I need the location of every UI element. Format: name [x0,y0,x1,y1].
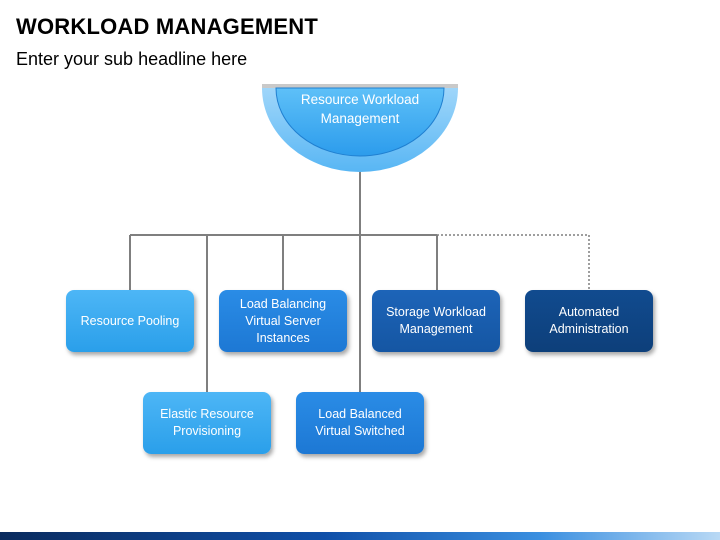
node-storage-workload-management: Storage Workload Management [372,290,500,352]
footer-bar [0,532,720,540]
node-label: Load Balancing Virtual Server Instances [239,296,327,345]
node-load-balanced-virtual-switched: Load Balanced Virtual Switched [296,392,424,454]
page-title: WORKLOAD MANAGEMENT [16,14,318,39]
node-elastic-resource-provisioning: Elastic Resource Provisioning [143,392,271,454]
node-label: Load Balanced Virtual Switched [315,407,405,438]
node-label: Elastic Resource Provisioning [160,407,254,438]
node-automated-administration: Automated Administration [525,290,653,352]
bowl-inner [275,87,445,157]
node-label: Automated Administration [549,305,629,336]
node-load-balancing-virtual-server-instances: Load Balancing Virtual Server Instances [219,290,347,352]
bowl-rim [262,84,458,90]
node-resource-pooling: Resource Pooling [66,290,194,352]
node-label: Resource Pooling [80,313,180,328]
page-subtitle: Enter your sub headline here [16,49,248,69]
node-label: Storage Workload Management [386,305,486,336]
root-node-label: Resource Workload Management [300,92,420,126]
